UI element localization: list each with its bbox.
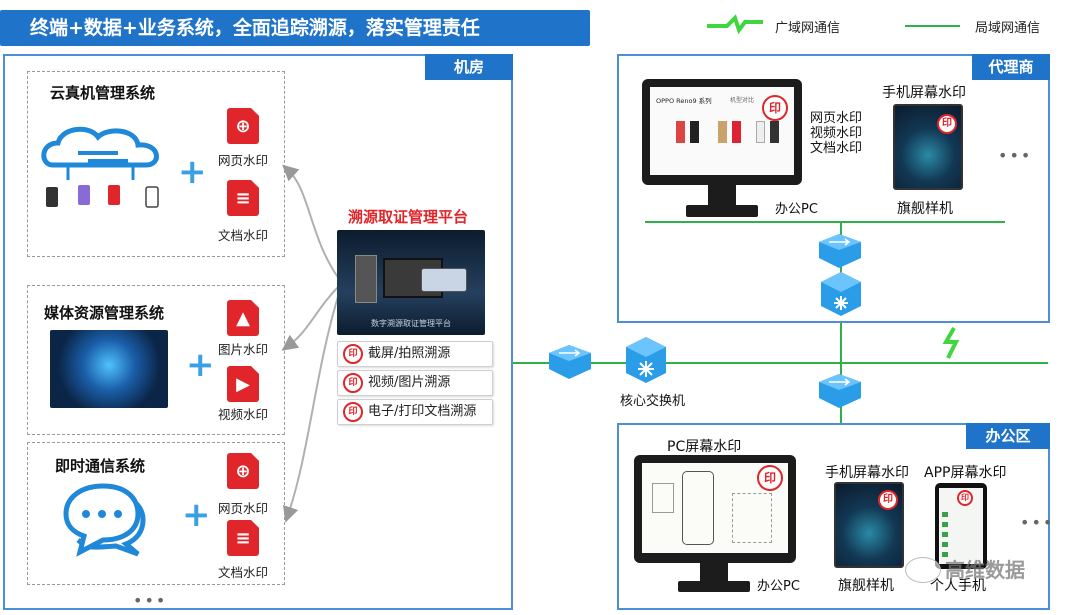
lan-link-agent bbox=[840, 323, 842, 363]
phone-watermark-title: 手机屏幕水印 bbox=[882, 85, 966, 101]
system-title: 媒体资源管理系统 bbox=[44, 304, 165, 322]
platform-screenshot: 数字溯源取证管理平台 bbox=[337, 230, 485, 335]
chat-bubbles-icon bbox=[63, 483, 146, 557]
platform-title: 溯源取证管理平台 bbox=[348, 208, 469, 226]
seal-icon: 印 bbox=[762, 95, 788, 121]
legend-lan: 局域网通信 bbox=[975, 21, 1041, 36]
personal-phone: 印 bbox=[935, 483, 987, 569]
seal-icon: 印 bbox=[343, 344, 363, 364]
monitor-stand bbox=[700, 563, 728, 581]
webpage-watermark-icon: ⊕ bbox=[227, 453, 259, 489]
agent-tag: 代理商 bbox=[972, 54, 1050, 80]
agent-lan-line bbox=[645, 221, 1005, 223]
monitor-base bbox=[678, 581, 750, 592]
monitor-stand bbox=[708, 185, 736, 205]
video-watermark-icon: ▶ bbox=[227, 366, 259, 402]
feature-item: 印视频/图片溯源 bbox=[337, 370, 493, 396]
image-watermark-icon: ▲ bbox=[227, 300, 259, 336]
core-switch-icon bbox=[821, 272, 861, 316]
wan-legend-icon bbox=[707, 14, 763, 34]
watermark-label: 文档水印 bbox=[217, 565, 268, 580]
wan-bolt-icon bbox=[942, 327, 960, 359]
watermark-label: 网页水印 bbox=[217, 501, 268, 516]
webpage-watermark-icon: ⊕ bbox=[227, 108, 259, 144]
cloud-devices-icon bbox=[41, 126, 159, 208]
pc-watermark-list: 网页水印 视频水印 文档水印 bbox=[810, 111, 862, 156]
lan-backbone bbox=[513, 362, 1048, 364]
core-switch-label: 核心交换机 bbox=[620, 394, 686, 409]
watermark-label: 视频水印 bbox=[217, 407, 268, 422]
office-pc-label: 办公PC bbox=[775, 202, 818, 217]
personal-phone-label: 个人手机 bbox=[930, 578, 986, 594]
banner-title: 终端+数据+业务系统，全面追踪溯源，落实管理责任 bbox=[0, 10, 590, 46]
switch-icon bbox=[549, 345, 591, 379]
machine-room-tag: 机房 bbox=[425, 54, 513, 80]
system-title: 云真机管理系统 bbox=[50, 84, 156, 102]
seal-icon: 印 bbox=[957, 490, 973, 506]
seal-icon: 印 bbox=[757, 465, 783, 491]
foldable-phone: 印 bbox=[834, 482, 904, 568]
plus-icon: + bbox=[178, 152, 207, 192]
seal-icon: 印 bbox=[343, 402, 363, 422]
office-pc-monitor: OPPO Reno9 系列 机型对比 bbox=[642, 79, 802, 185]
switch-icon bbox=[819, 374, 861, 408]
brand-watermark: 高维数据 bbox=[945, 558, 1025, 582]
pc-screen-watermark-title: PC屏幕水印 bbox=[667, 439, 742, 455]
feature-item: 印电子/打印文档溯源 bbox=[337, 399, 493, 425]
plus-icon: + bbox=[186, 345, 215, 385]
lan-legend-icon bbox=[905, 25, 960, 27]
platform-screen-caption: 数字溯源取证管理平台 bbox=[371, 319, 451, 328]
pc-watermark-item: 视频水印 bbox=[810, 126, 863, 141]
flagship-label: 旗舰样机 bbox=[838, 578, 894, 594]
globe-network-icon bbox=[50, 330, 168, 408]
office-pc-label: 办公PC bbox=[757, 579, 800, 594]
seal-icon: 印 bbox=[878, 490, 898, 510]
document-watermark-icon: ≡ bbox=[227, 180, 259, 216]
core-switch-icon bbox=[626, 337, 666, 383]
switch-icon bbox=[819, 234, 861, 268]
watermark-label: 图片水印 bbox=[217, 342, 268, 357]
pc-watermark-item: 文档水印 bbox=[810, 141, 863, 156]
wechat-icon bbox=[905, 557, 941, 583]
feature-item: 印截屏/拍照溯源 bbox=[337, 341, 493, 367]
flagship-label: 旗舰样机 bbox=[897, 201, 953, 217]
screen-heading: OPPO Reno9 系列 bbox=[656, 97, 712, 105]
system-title: 即时通信系统 bbox=[55, 457, 146, 475]
watermark-label: 网页水印 bbox=[217, 153, 268, 168]
plus-icon: + bbox=[182, 495, 211, 535]
more-indicator: ••• bbox=[133, 591, 168, 610]
monitor-base bbox=[686, 205, 758, 217]
foldable-phone: 印 bbox=[893, 104, 963, 190]
phone-watermark-title: 手机屏幕水印 bbox=[825, 465, 909, 481]
screen-heading-2: 机型对比 bbox=[730, 97, 755, 104]
app-watermark-title: APP屏幕水印 bbox=[924, 465, 1007, 481]
document-watermark-icon: ≡ bbox=[227, 520, 259, 556]
seal-icon: 印 bbox=[343, 373, 363, 393]
more-indicator: ••• bbox=[1020, 513, 1055, 532]
office-tag: 办公区 bbox=[966, 423, 1050, 449]
watermark-label: 文档水印 bbox=[217, 228, 268, 243]
legend-wan: 广域网通信 bbox=[775, 21, 841, 36]
pc-watermark-item: 网页水印 bbox=[810, 111, 863, 126]
link-arrows bbox=[281, 164, 341, 523]
more-indicator: ••• bbox=[998, 146, 1033, 165]
seal-icon: 印 bbox=[937, 114, 957, 134]
